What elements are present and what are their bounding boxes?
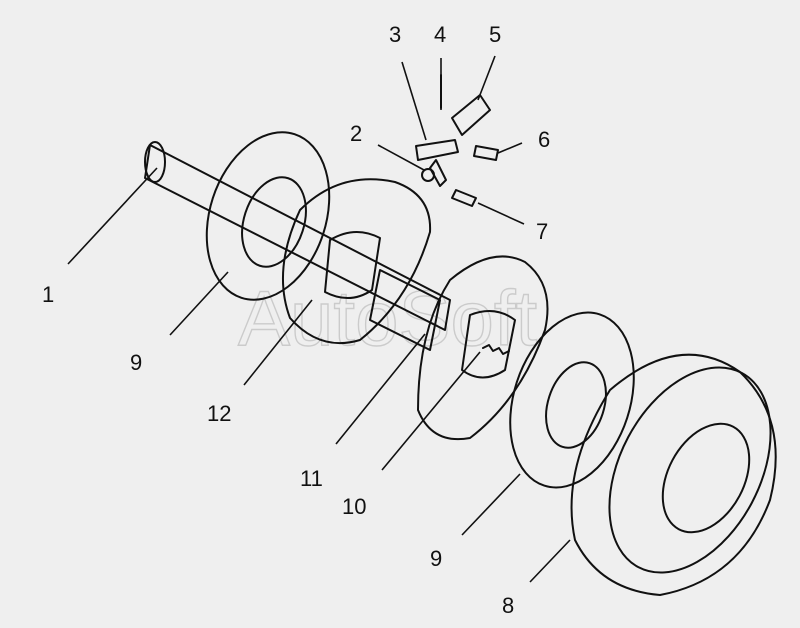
callout-6: 6 [538,127,550,152]
callout-labels: 1 2 3 4 5 6 7 8 9 9 10 11 12 [42,22,550,618]
leader-9b [461,473,521,536]
callout-7: 7 [536,219,548,244]
leader-2 [377,144,425,171]
friction-disc-right [509,311,635,489]
leader-7 [477,202,525,225]
shaft-part [144,141,451,351]
leader-10 [381,351,481,471]
leader-9a [169,271,229,336]
callout-9a: 9 [130,350,142,375]
leader-12 [243,299,313,386]
callout-4: 4 [434,22,446,47]
callout-5: 5 [489,22,501,47]
leader-lines [67,55,571,583]
friction-disc-left [205,131,331,301]
callout-9b: 9 [430,546,442,571]
leader-6 [497,142,523,154]
callout-1: 1 [42,282,54,307]
leader-3 [401,61,427,141]
leader-1 [67,167,158,265]
linkage-parts [415,74,499,207]
brake-drum-housing [570,353,777,596]
pressure-plate-right [417,255,549,441]
callout-2: 2 [350,121,362,146]
callout-11: 11 [300,466,323,491]
leader-5 [477,55,496,101]
pressure-plate-left [281,178,432,345]
leader-11 [335,333,426,445]
callout-12: 12 [207,401,231,426]
callout-8: 8 [502,593,514,618]
callout-3: 3 [389,22,401,47]
callout-10: 10 [342,494,366,519]
leader-8 [529,539,571,583]
